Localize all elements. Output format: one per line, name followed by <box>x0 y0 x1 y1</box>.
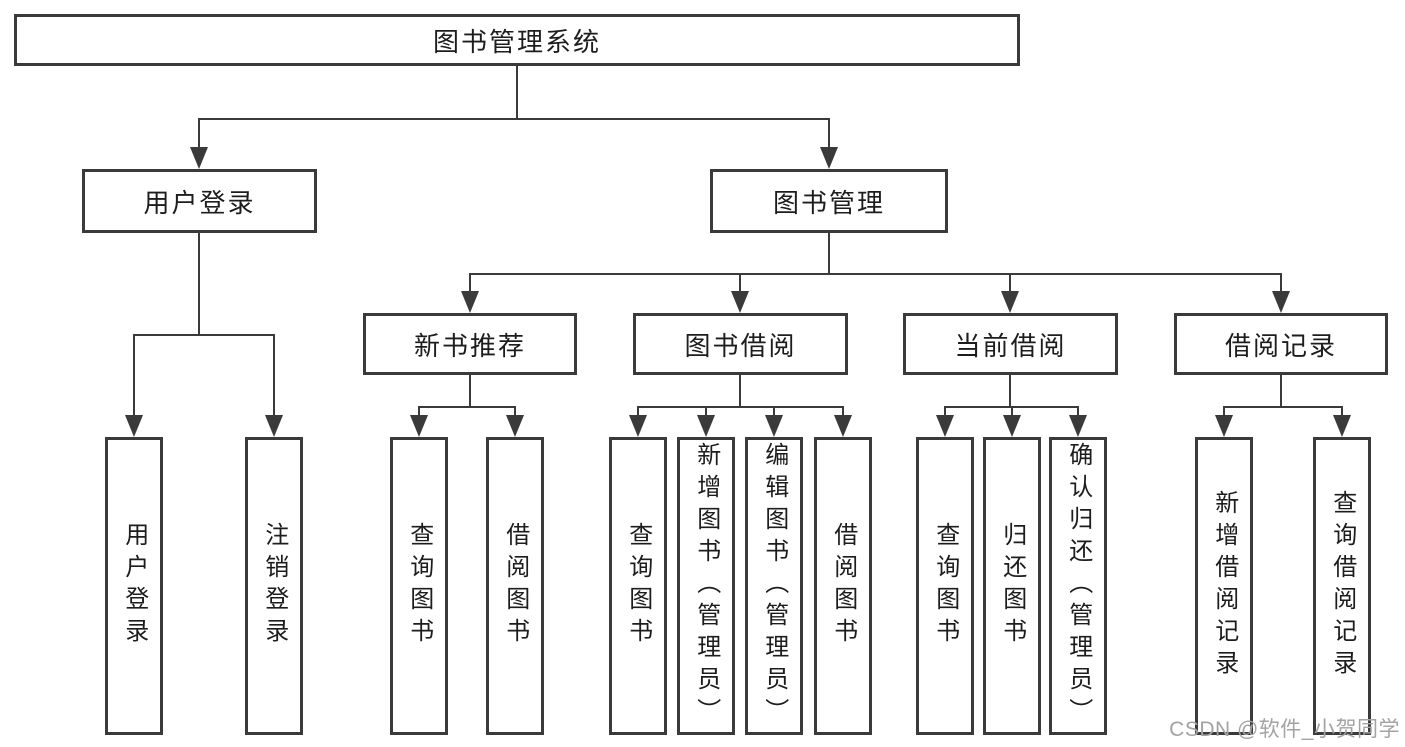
leaf-query-books: 查询图书 <box>609 437 667 735</box>
arrowhead-down-icon <box>125 415 143 437</box>
leaf-edit-books-admin: 编辑图书（管理员） <box>745 437 803 735</box>
leaf-query-borrowing-record: 查询借阅记录 <box>1313 437 1371 735</box>
connector-drop-leaf <box>273 334 275 417</box>
connector-drop-leaf <box>637 406 639 417</box>
node-borrowing-records: 借阅记录 <box>1174 313 1388 375</box>
arrowhead-down-icon <box>1215 415 1233 437</box>
leaf-label: 归还图书 <box>998 522 1026 650</box>
node-label: 当前借阅 <box>954 330 1067 361</box>
connector-group-branch <box>637 406 844 408</box>
arrowhead-down-icon <box>697 415 715 437</box>
leaf-logout: 注销登录 <box>245 437 303 735</box>
arrowhead-down-icon <box>820 147 838 169</box>
connector-riser <box>469 375 471 408</box>
arrowhead-down-icon <box>265 415 283 437</box>
connector-drop-leaf <box>133 334 135 417</box>
arrowhead-down-icon <box>731 291 749 313</box>
connector-drop-leaf <box>1077 406 1079 417</box>
leaf-label: 确认归还（管理员） <box>1064 442 1092 730</box>
leaf-label: 借阅图书 <box>501 522 529 650</box>
connector-drop-current-borrowing <box>1009 273 1011 293</box>
arrowhead-down-icon <box>190 147 208 169</box>
leaf-confirm-return-admin: 确认归还（管理员） <box>1049 437 1107 735</box>
connector-riser <box>1280 375 1282 408</box>
leaf-label: 借阅图书 <box>829 522 857 650</box>
arrowhead-down-icon <box>1272 291 1290 313</box>
connector-drop-leaf <box>842 406 844 417</box>
node-current-borrowing: 当前借阅 <box>903 313 1118 375</box>
arrowhead-down-icon <box>834 415 852 437</box>
leaf-user-login: 用户登录 <box>105 437 163 735</box>
connector-drop-user-login <box>198 118 200 150</box>
connector-group-branch <box>1223 406 1343 408</box>
leaf-add-books-admin: 新增图书（管理员） <box>677 437 735 735</box>
leaf-label: 查询借阅记录 <box>1328 490 1356 682</box>
connector-level3-branch <box>469 273 1282 275</box>
leaf-label: 注销登录 <box>260 522 288 650</box>
leaf-label: 新增图书（管理员） <box>692 442 720 730</box>
connector-user-login-branch <box>133 334 275 336</box>
leaf-query-books: 查询图书 <box>390 437 448 735</box>
node-book-management: 图书管理 <box>710 169 948 233</box>
connector-user-login-riser <box>198 233 200 336</box>
node-label: 图书借阅 <box>684 330 797 361</box>
arrowhead-down-icon <box>461 291 479 313</box>
connector-drop-leaf <box>1341 406 1343 417</box>
leaf-label: 查询图书 <box>624 522 652 650</box>
connector-drop-new-book-recommendation <box>469 273 471 293</box>
leaf-borrow-books: 借阅图书 <box>486 437 544 735</box>
leaf-label: 新增借阅记录 <box>1210 490 1238 682</box>
connector-drop-leaf <box>705 406 707 417</box>
connector-drop-leaf <box>418 406 420 417</box>
node-library-management-system: 图书管理系统 <box>14 14 1020 66</box>
node-label: 借阅记录 <box>1224 330 1337 361</box>
node-user-login: 用户登录 <box>82 169 317 233</box>
node-book-borrowing: 图书借阅 <box>633 313 848 375</box>
leaf-label: 查询图书 <box>405 522 433 650</box>
node-new-book-recommendation: 新书推荐 <box>363 313 577 375</box>
connector-root-riser <box>516 66 518 120</box>
node-label: 新书推荐 <box>413 330 526 361</box>
arrowhead-down-icon <box>1003 415 1021 437</box>
arrowhead-down-icon <box>1069 415 1087 437</box>
arrowhead-down-icon <box>1333 415 1351 437</box>
arrowhead-down-icon <box>936 415 954 437</box>
connector-drop-leaf <box>944 406 946 417</box>
connector-drop-leaf <box>1223 406 1225 417</box>
leaf-borrow-books: 借阅图书 <box>814 437 872 735</box>
leaf-label: 编辑图书（管理员） <box>760 442 788 730</box>
connector-level1-branch <box>198 118 830 120</box>
connector-riser <box>739 375 741 408</box>
connector-riser <box>1009 375 1011 408</box>
arrowhead-down-icon <box>1001 291 1019 313</box>
connector-drop-leaf <box>1011 406 1013 417</box>
leaf-label: 查询图书 <box>931 522 959 650</box>
node-label: 用户登录 <box>143 187 256 218</box>
connector-drop-leaf <box>773 406 775 417</box>
leaf-label: 用户登录 <box>120 522 148 650</box>
connector-book-management-riser <box>828 233 830 275</box>
arrowhead-down-icon <box>629 415 647 437</box>
arrowhead-down-icon <box>506 415 524 437</box>
leaf-query-books: 查询图书 <box>916 437 974 735</box>
arrowhead-down-icon <box>765 415 783 437</box>
connector-group-branch <box>418 406 516 408</box>
leaf-return-books: 归还图书 <box>983 437 1041 735</box>
connector-drop-book-management <box>828 118 830 150</box>
connector-drop-borrowing-records <box>1280 273 1282 293</box>
csdn-watermark: CSDN @软件_小贺同学 <box>1169 718 1400 741</box>
node-label: 图书管理 <box>772 187 885 218</box>
node-label: 图书管理系统 <box>432 26 601 57</box>
connector-drop-book-borrowing <box>739 273 741 293</box>
connector-drop-leaf <box>514 406 516 417</box>
leaf-add-borrowing-record: 新增借阅记录 <box>1195 437 1253 735</box>
arrowhead-down-icon <box>410 415 428 437</box>
